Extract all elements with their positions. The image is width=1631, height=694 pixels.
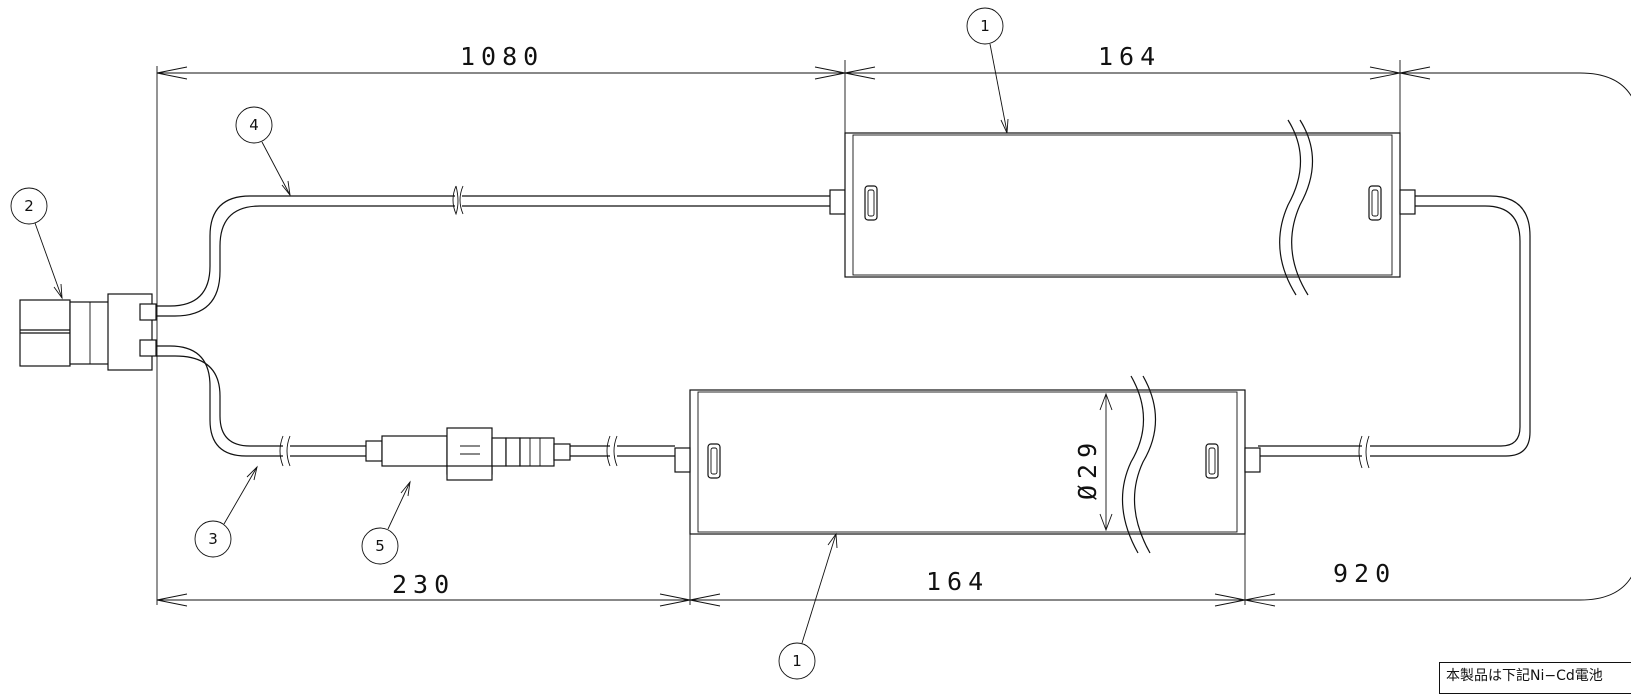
- balloon-lead-lower: 3: [194, 465, 258, 558]
- upper-wire: [156, 185, 846, 317]
- dimension-lines: [156, 60, 1631, 607]
- dim-164-bottom: 164: [926, 567, 989, 596]
- balloon-label-unit-top: 1: [980, 17, 990, 35]
- balloon-label-connector: 2: [24, 197, 34, 215]
- balloon-label-unit-bottom: 1: [792, 652, 802, 670]
- inline-connector: [365, 427, 571, 481]
- balloon-label-lead-lower: 3: [208, 530, 218, 548]
- dim-164-top: 164: [1098, 42, 1161, 71]
- balloon-connector: 2: [10, 187, 63, 300]
- battery-unit-upper: [844, 119, 1416, 296]
- right-loop-wire: [1258, 195, 1531, 469]
- main-connector: [19, 293, 157, 371]
- balloon-unit-bottom: 1: [778, 532, 838, 680]
- dim-diameter: Ø29: [1073, 437, 1102, 500]
- dim-920: 920: [1333, 559, 1396, 588]
- balloon-inline-connector: 5: [361, 480, 411, 565]
- lower-wire: [156, 345, 675, 467]
- dim-230: 230: [392, 570, 455, 599]
- balloon-lead-upper: 4: [235, 106, 291, 197]
- dim-1080: 1080: [460, 42, 544, 71]
- balloon-unit-top: 1: [966, 7, 1009, 134]
- note-box: 本製品は下記Ni−Cd電池: [1439, 662, 1631, 694]
- note-text: 本製品は下記Ni−Cd電池: [1446, 668, 1603, 684]
- battery-unit-lower: [674, 375, 1261, 554]
- balloon-label-inline-connector: 5: [375, 537, 385, 555]
- balloon-label-lead-upper: 4: [249, 116, 259, 134]
